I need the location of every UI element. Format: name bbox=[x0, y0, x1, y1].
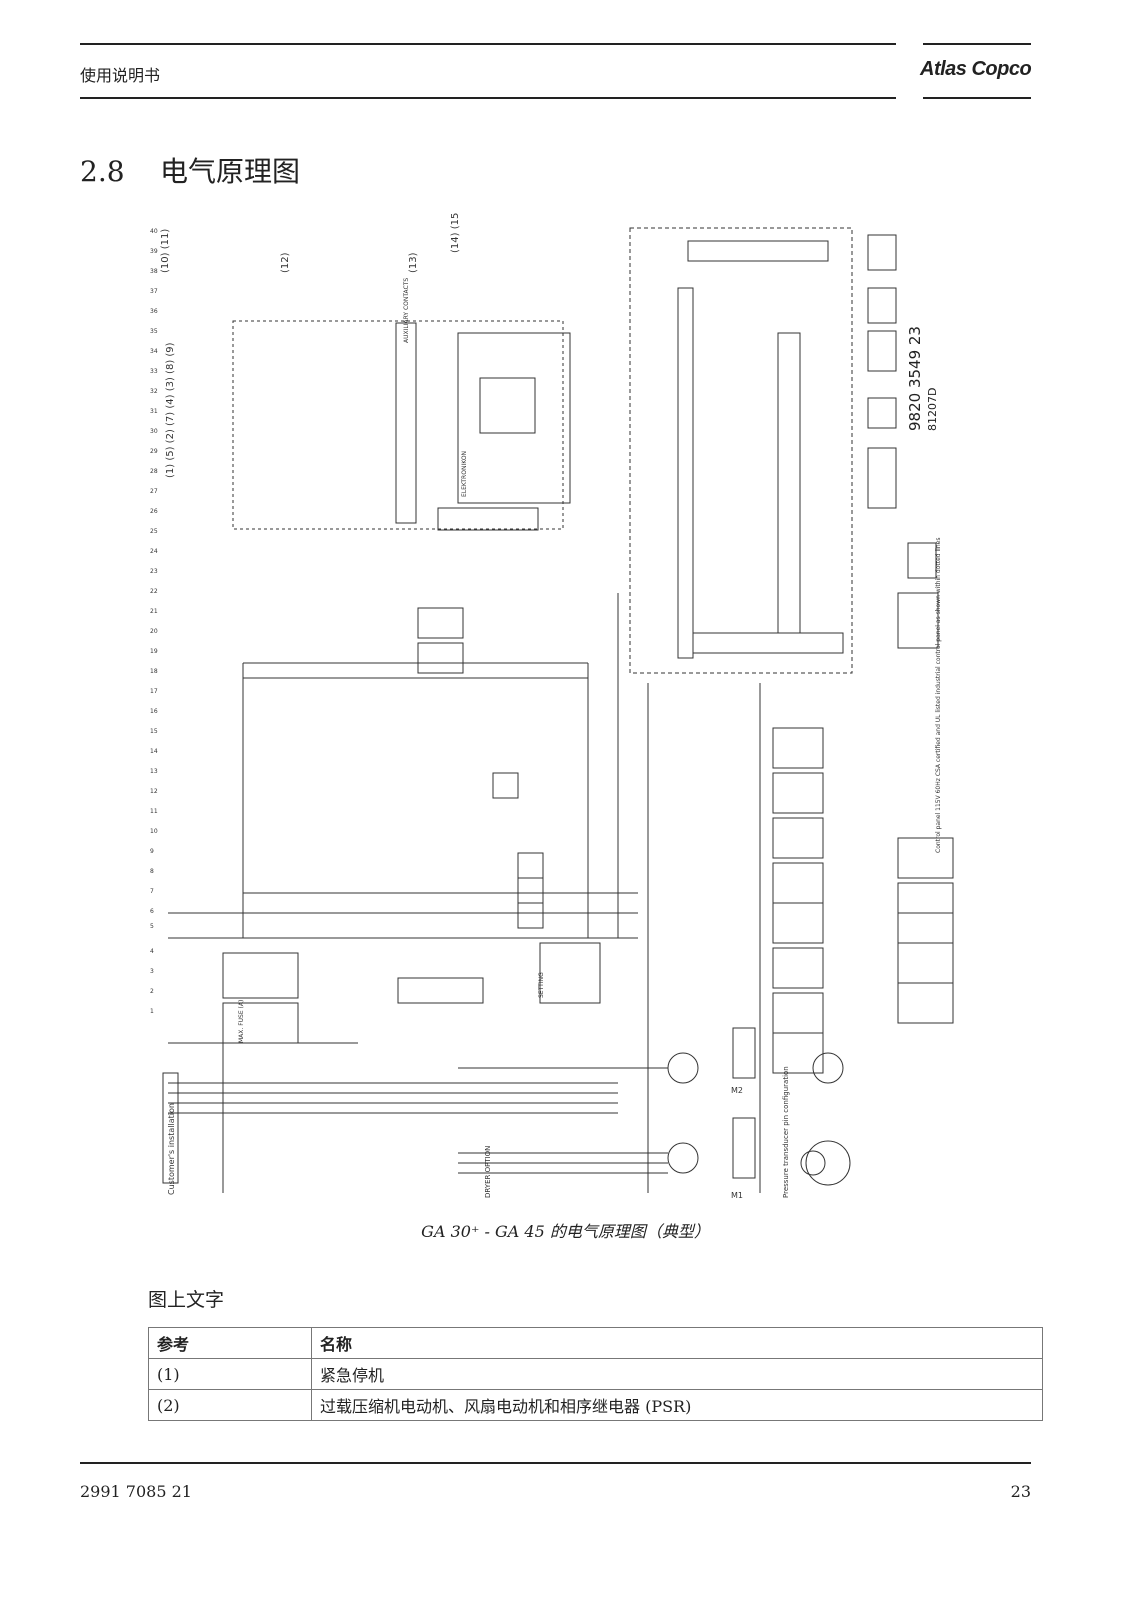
header-rule-top bbox=[80, 43, 896, 45]
max-fuse-label: MAX. FUSE (A) bbox=[238, 1000, 245, 1043]
setting-label: SETTING bbox=[538, 972, 545, 998]
table-row: (1) 紧急停机 bbox=[148, 1358, 1043, 1390]
svg-text:23: 23 bbox=[150, 568, 158, 575]
control-panel-note: Control panel 115V 60Hz CSA certified an… bbox=[935, 538, 942, 853]
section-heading: 2.8 电气原理图 bbox=[80, 150, 300, 190]
svg-text:15: 15 bbox=[150, 728, 158, 735]
auxiliary-contacts-label: AUXILIARY CONTACTS bbox=[403, 278, 410, 343]
svg-text:21: 21 bbox=[150, 608, 158, 615]
svg-text:20: 20 bbox=[150, 628, 158, 635]
legend-heading: 图上文字 bbox=[148, 1289, 225, 1311]
svg-text:7: 7 bbox=[150, 888, 154, 895]
svg-text:29: 29 bbox=[150, 448, 158, 455]
svg-text:30: 30 bbox=[150, 428, 158, 435]
svg-text:18: 18 bbox=[150, 668, 158, 675]
dryer-option-label: DRYER OPTION bbox=[484, 1146, 492, 1198]
svg-text:24: 24 bbox=[150, 548, 158, 555]
footer-rule bbox=[80, 1462, 1031, 1464]
section-title: 电气原理图 bbox=[160, 155, 301, 188]
svg-text:10: 10 bbox=[150, 828, 158, 835]
svg-text:22: 22 bbox=[150, 588, 158, 595]
svg-text:19: 19 bbox=[150, 648, 158, 655]
table-row: (2) 过载压缩机电动机、风扇电动机和相序继电器 (PSR) bbox=[148, 1389, 1043, 1421]
svg-text:17: 17 bbox=[150, 688, 158, 695]
svg-text:25: 25 bbox=[150, 528, 158, 535]
svg-text:16: 16 bbox=[150, 708, 158, 715]
manual-title: 使用说明书 bbox=[80, 66, 161, 85]
svg-text:5: 5 bbox=[150, 923, 154, 930]
svg-text:31: 31 bbox=[150, 408, 158, 415]
svg-text:1: 1 bbox=[150, 1008, 154, 1015]
ref-cell: (2) bbox=[148, 1389, 312, 1421]
ref-cell: (1) bbox=[148, 1358, 312, 1390]
document-number: 2991 7085 21 bbox=[80, 1482, 192, 1501]
svg-text:32: 32 bbox=[150, 388, 158, 395]
svg-text:4: 4 bbox=[150, 948, 154, 955]
svg-text:9: 9 bbox=[150, 848, 154, 855]
brand-rule-top bbox=[923, 43, 1031, 45]
drawing-revision: 81207D bbox=[926, 388, 939, 431]
svg-text:14: 14 bbox=[150, 748, 158, 755]
svg-text:6: 6 bbox=[150, 908, 154, 915]
svg-text:36: 36 bbox=[150, 308, 158, 315]
svg-text:33: 33 bbox=[150, 368, 158, 375]
svg-text:38: 38 bbox=[150, 268, 158, 275]
svg-text:3: 3 bbox=[150, 968, 154, 975]
svg-text:(14) (15) (16): (14) (15) (16) bbox=[450, 213, 461, 253]
svg-text:(10) (11): (10) (11) bbox=[160, 229, 171, 273]
svg-text:(1) (5) (2) (7) (4) (3) (8) (9: (1) (5) (2) (7) (4) (3) (8) (9) bbox=[165, 342, 176, 478]
pressure-transducer-label: Pressure transducer pin configuration bbox=[782, 1066, 790, 1198]
figure-caption: GA 30⁺ - GA 45 的电气原理图（典型） bbox=[421, 1222, 710, 1241]
svg-text:(13): (13) bbox=[408, 252, 419, 273]
atlas-copco-logo: Atlas Copco bbox=[920, 58, 1032, 80]
column-header-ref: 参考 bbox=[148, 1327, 312, 1359]
svg-text:11: 11 bbox=[150, 808, 158, 815]
column-header-name: 名称 bbox=[311, 1327, 1043, 1359]
header-rule-bottom bbox=[80, 97, 896, 99]
motor-m1-label: M1 bbox=[731, 1191, 743, 1198]
name-cell: 过载压缩机电动机、风扇电动机和相序继电器 (PSR) bbox=[311, 1389, 1043, 1421]
name-cell: 紧急停机 bbox=[311, 1358, 1043, 1390]
table-header-row: 参考 名称 bbox=[148, 1327, 1043, 1359]
brand-rule-bottom bbox=[923, 97, 1031, 99]
svg-text:(12): (12) bbox=[280, 252, 291, 273]
customer-installation-label: Customer's installation bbox=[167, 1103, 176, 1195]
svg-text:37: 37 bbox=[150, 288, 158, 295]
svg-text:28: 28 bbox=[150, 468, 158, 475]
svg-text:8: 8 bbox=[150, 868, 154, 875]
svg-text:35: 35 bbox=[150, 328, 158, 335]
svg-text:40: 40 bbox=[150, 228, 158, 235]
elektronikon-label: ELEKTRONIKON bbox=[461, 451, 468, 497]
svg-text:27: 27 bbox=[150, 488, 158, 495]
drawing-number: 9820 3549 23 bbox=[906, 326, 924, 431]
svg-text:2: 2 bbox=[150, 988, 154, 995]
motor-m2-label: M2 bbox=[731, 1086, 743, 1095]
svg-text:26: 26 bbox=[150, 508, 158, 515]
svg-text:39: 39 bbox=[150, 248, 158, 255]
svg-text:34: 34 bbox=[150, 348, 158, 355]
page-number: 23 bbox=[1010, 1482, 1031, 1501]
legend-table: 参考 名称 (1) 紧急停机 (2) 过载压缩机电动机、风扇电动机和相序继电器 … bbox=[148, 1327, 1043, 1421]
svg-text:13: 13 bbox=[150, 768, 158, 775]
svg-text:12: 12 bbox=[150, 788, 158, 795]
section-number: 2.8 bbox=[80, 155, 125, 188]
